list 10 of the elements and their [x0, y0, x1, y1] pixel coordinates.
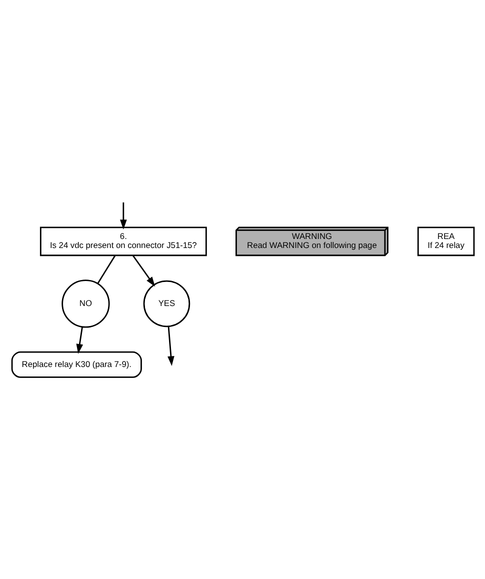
arrow [76, 326, 83, 354]
node-circle: NO [61, 280, 110, 328]
arrow [167, 326, 174, 366]
node-circle: YES [142, 280, 190, 328]
node-box: REA If 24 relay [416, 226, 474, 256]
arrow [132, 255, 155, 287]
node-box: 6. Is 24 vdc present on connector J51-15? [39, 226, 206, 256]
node-box: Replace relay K30 (para 7-9). [10, 351, 142, 378]
connector [96, 255, 116, 284]
arrow [119, 202, 126, 230]
